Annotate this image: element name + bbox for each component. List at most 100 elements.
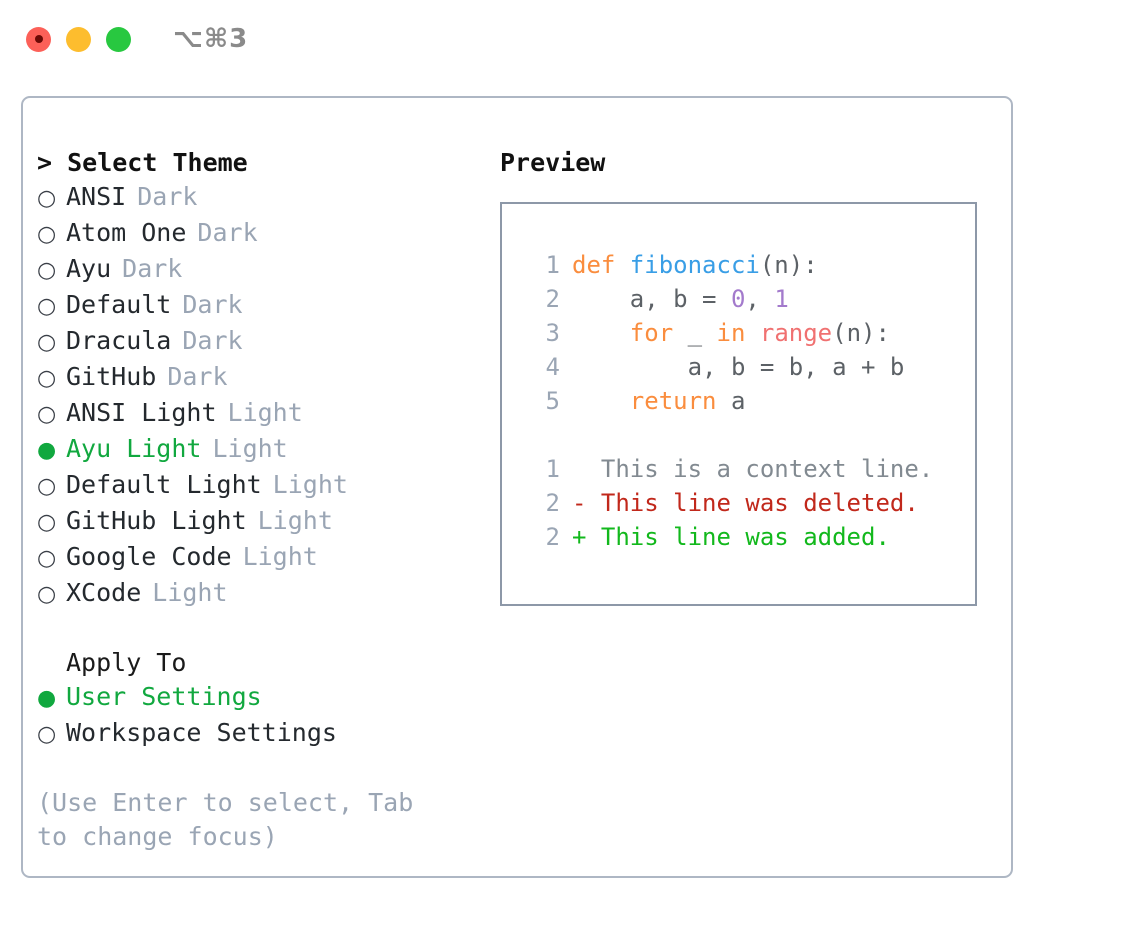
code-token: range <box>759 319 833 347</box>
radio-unselected-icon: ○ <box>37 510 57 535</box>
radio-unselected-icon: ○ <box>37 402 57 427</box>
code-token: 0 <box>730 285 746 313</box>
code-token: a, b = <box>572 285 731 313</box>
radio-unselected-icon: ○ <box>37 366 57 391</box>
code-token: a <box>716 387 746 415</box>
diff-line-number: 2 <box>545 489 560 517</box>
theme-variant-tag: Light <box>272 470 348 499</box>
apply-to-option-label: User Settings <box>66 682 262 711</box>
diff-line-content: This line was added. <box>600 523 890 551</box>
code-token: , <box>745 285 775 313</box>
code-line: 1 def fibonacci(n): <box>502 248 975 282</box>
theme-option-ansi-light[interactable]: ○ ANSI Light Light <box>37 396 487 432</box>
code-token: for <box>629 319 674 347</box>
theme-option-label: Default Light <box>66 470 262 499</box>
theme-option-label: Dracula <box>66 326 172 355</box>
code-token: fibonacci <box>629 251 760 279</box>
theme-option-dracula[interactable]: ○ Dracula Dark <box>37 324 487 360</box>
theme-option-label: GitHub <box>66 362 157 391</box>
code-token: in <box>716 319 760 347</box>
theme-option-label: Ayu Light <box>66 434 202 463</box>
maximize-button[interactable] <box>106 26 131 52</box>
apply-to-heading: Apply To <box>66 648 187 677</box>
diff-line-number: 1 <box>545 455 560 483</box>
code-line-content: a, b = 0, 1 <box>572 282 789 316</box>
diff-marker <box>572 452 601 486</box>
theme-variant-tag: Dark <box>182 290 243 319</box>
code-token: a, b = b, a + b <box>572 353 905 381</box>
title-bar: ⌥⌘3 <box>0 0 1140 78</box>
theme-option-label: XCode <box>66 578 142 607</box>
diff-marker: + <box>572 523 601 551</box>
code-token: (n): <box>759 251 818 279</box>
apply-to-option-user-settings[interactable]: ● User Settings <box>37 680 487 716</box>
code-token: def <box>572 251 630 279</box>
theme-variant-tag: Dark <box>167 362 228 391</box>
section-spacer <box>37 612 487 646</box>
theme-option-label: Ayu <box>66 254 112 283</box>
code-line-number: 2 <box>545 285 560 313</box>
theme-variant-tag: Light <box>257 506 333 535</box>
record-dot-icon <box>34 35 43 43</box>
radio-unselected-icon: ○ <box>37 474 57 499</box>
code-line-number: 1 <box>545 251 560 279</box>
theme-option-label: ANSI Light <box>66 398 217 427</box>
diff-sample: 1 This is a context line.2- This line wa… <box>502 452 975 554</box>
diff-line-content: This line was deleted. <box>600 489 919 517</box>
theme-option-label: Default <box>66 290 172 319</box>
theme-variant-tag: Light <box>242 542 318 571</box>
theme-option-github[interactable]: ○ GitHub Dark <box>37 360 487 396</box>
minimize-button[interactable] <box>66 26 91 52</box>
apply-to-list: ● User Settings ○ Workspace Settings <box>37 680 487 752</box>
code-line-content: return a <box>572 384 746 418</box>
code-token <box>572 387 630 415</box>
theme-option-ansi[interactable]: ○ ANSI Dark <box>37 180 487 216</box>
theme-option-default-light[interactable]: ○ Default Light Light <box>37 468 487 504</box>
code-token <box>572 319 630 347</box>
code-token: _ <box>673 319 717 347</box>
code-line-content: def fibonacci(n): <box>572 248 818 282</box>
close-button[interactable] <box>26 26 51 52</box>
apply-to-option-label: Workspace Settings <box>66 718 337 747</box>
radio-unselected-icon: ○ <box>37 330 57 355</box>
radio-selected-icon: ● <box>37 686 57 711</box>
radio-unselected-icon: ○ <box>37 722 57 747</box>
diff-line-number: 2 <box>545 523 560 551</box>
theme-variant-tag: Dark <box>197 218 258 247</box>
code-diff-spacer <box>502 418 975 452</box>
theme-variant-tag: Light <box>227 398 303 427</box>
theme-variant-tag: Dark <box>182 326 243 355</box>
radio-unselected-icon: ○ <box>37 546 57 571</box>
diff-line-content: This is a context line. <box>600 455 934 483</box>
theme-option-google-code[interactable]: ○ Google Code Light <box>37 540 487 576</box>
radio-unselected-icon: ○ <box>37 582 57 607</box>
apply-to-option-workspace-settings[interactable]: ○ Workspace Settings <box>37 716 487 752</box>
theme-option-label: ANSI <box>66 182 127 211</box>
code-line-content: for _ in range(n): <box>572 316 890 350</box>
code-line-number: 5 <box>545 387 560 415</box>
preview-heading: Preview <box>500 148 606 177</box>
radio-unselected-icon: ○ <box>37 186 57 211</box>
theme-variant-tag: Light <box>212 434 288 463</box>
theme-variant-tag: Dark <box>122 254 183 283</box>
select-theme-heading: > Select Theme <box>37 148 248 177</box>
theme-option-label: Google Code <box>66 542 232 571</box>
traffic-light-group <box>26 26 131 52</box>
theme-variant-tag: Dark <box>137 182 198 211</box>
radio-unselected-icon: ○ <box>37 222 57 247</box>
diff-line: 1 This is a context line. <box>502 452 975 486</box>
code-token: return <box>629 387 717 415</box>
code-line-number: 4 <box>545 353 560 381</box>
